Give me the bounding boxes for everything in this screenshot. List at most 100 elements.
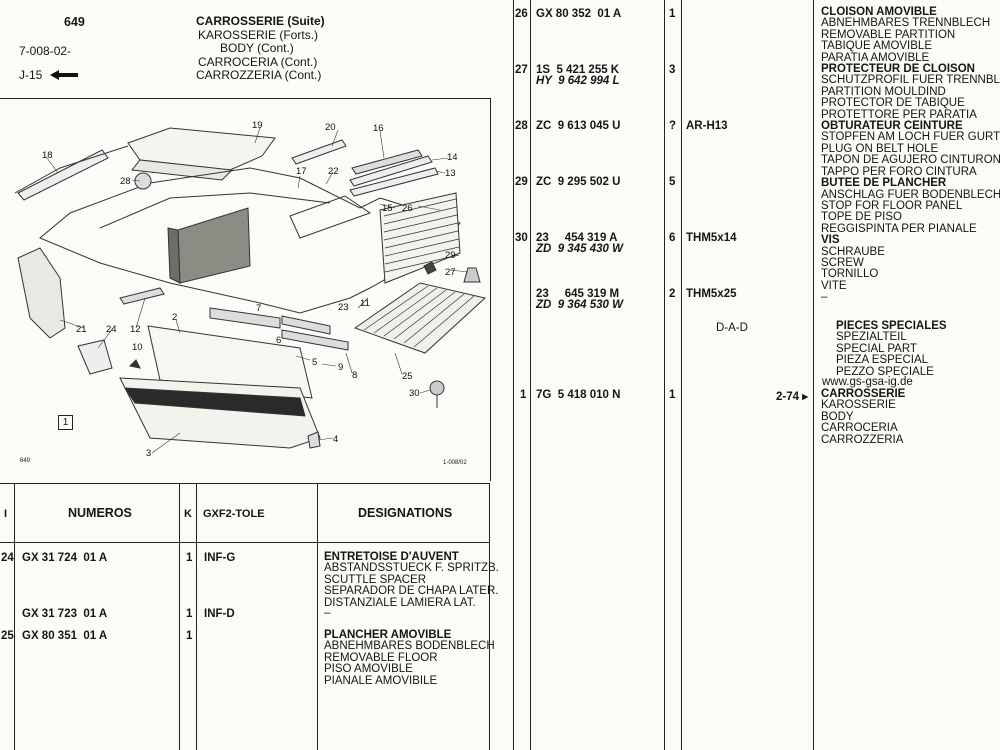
nav-ref-j15[interactable]: J-15 — [19, 68, 79, 82]
desc-line: PARATIA AMOVIBLE — [821, 51, 930, 64]
callout-6: 6 — [276, 335, 281, 346]
desc-line: VIS — [821, 234, 840, 247]
ref-code: 7-008-02- — [19, 44, 72, 58]
th-numeros: NUMEROS — [68, 506, 132, 520]
row-index: 30 — [515, 232, 528, 244]
dad-label: D-A-D — [716, 322, 748, 334]
callout-26: 26 — [402, 203, 413, 214]
desc-line: ABNEHMBARES TRENNBLECH — [821, 17, 991, 30]
desc-line: SCUTTLE SPACER — [324, 573, 427, 586]
callout-28: 28 — [120, 176, 131, 187]
callout-13: 13 — [445, 168, 456, 179]
desc-line: PLANCHER AMOVIBLE — [324, 629, 452, 641]
callout-2: 2 — [172, 312, 177, 323]
desc-line: CARROCERIA — [821, 422, 898, 435]
desc-line: SPEZIALTEIL — [836, 331, 907, 344]
row-index: 24 — [1, 552, 14, 564]
title-it: CARROZZERIA (Cont.) — [196, 68, 322, 82]
row-index: 25 — [1, 630, 14, 642]
col-rule — [489, 483, 491, 750]
th-i: I — [4, 508, 8, 520]
desc-line: TOPE DE PISO — [821, 211, 902, 224]
callout-27: 27 — [445, 267, 456, 278]
title-de: KAROSSERIE (Forts.) — [198, 27, 319, 42]
row-number: 23 645 319 M — [536, 288, 620, 300]
row-number: 23 454 319 A — [536, 232, 618, 244]
desc-line: TORNILLO — [821, 268, 879, 281]
row-qty: ? — [669, 120, 677, 132]
row-number: 7G 5 418 010 N — [536, 389, 621, 401]
callout-11: 11 — [360, 298, 370, 309]
row-alt-number: ZD 9 364 530 W — [536, 299, 623, 311]
desc-line: ANSCHLAG FUER BODENBLECH — [821, 188, 1000, 201]
title-en: BODY (Cont.) — [220, 41, 294, 55]
th-k: K — [184, 508, 192, 520]
diagram-corner-left: 649 — [20, 458, 31, 464]
callout-25: 25 — [402, 371, 413, 382]
desc-line: PROTECTEUR DE CLOISON — [821, 63, 975, 76]
desc-line: PARTITION MOULDIND — [821, 85, 946, 98]
desc-line: CARROZZERIA — [821, 433, 904, 446]
desc-line: PIEZA ESPECIAL — [836, 354, 929, 367]
row-qty: 3 — [669, 64, 676, 76]
website-link[interactable]: www.gs-gsa-ig.de — [822, 376, 913, 388]
row-designation: PLANCHER AMOVIBLE ABNEHMBARES BODENBLECH… — [324, 629, 495, 687]
callout-16: 16 — [373, 123, 384, 134]
row-designation: ENTRETOISE D'AUVENT ABSTANDSSTUECK F. SP… — [324, 551, 499, 609]
special-parts: PIECES SPECIALES SPEZIALTEIL SPECIAL PAR… — [836, 320, 947, 378]
callout-21: 21 — [76, 324, 87, 335]
desc-line: OBTURATEUR CEINTURE — [821, 120, 963, 133]
callout-29: 29 — [445, 250, 456, 261]
col-rule — [317, 483, 319, 750]
desc-line: REMOVABLE FLOOR — [324, 651, 438, 664]
callout-5: 5 — [312, 357, 317, 368]
desc-line: SEPARADOR DE CHAPA LATER. — [324, 585, 499, 598]
callout-24: 24 — [106, 324, 117, 335]
row-code: INF-D — [204, 608, 235, 620]
desc-line: SCREW — [821, 256, 864, 269]
row-number: ZC 9 295 502 U — [536, 176, 621, 188]
arrow-left-icon — [50, 70, 79, 80]
designation-1: CARROSSERIE KAROSSERIE BODY CARROCERIA C… — [821, 388, 905, 446]
row-number: GX 80 351 01 A — [22, 630, 108, 642]
row-qty: 1 — [186, 608, 193, 620]
row-alt-number: ZD 9 345 430 W — [536, 243, 623, 255]
desc-line: SCHUTZPROFIL FUER TRENNBL. — [821, 74, 1000, 87]
col-rule — [530, 0, 532, 750]
desc-line: PIANALE AMOVIBILE — [324, 674, 438, 687]
callout-7: 7 — [256, 303, 261, 314]
col-rule — [179, 483, 181, 750]
desc-line: SPECIAL PART — [836, 342, 917, 355]
callout-18: 18 — [42, 150, 53, 161]
callout-9: 9 — [338, 362, 343, 373]
row-designation: – — [324, 607, 331, 619]
exploded-body-diagram: 18 19 20 16 14 13 28 17 22 15 26 29 27 2… — [14, 120, 487, 459]
nav-ref-2-74[interactable]: 2-74 ▸ — [776, 391, 808, 403]
row-number: GX 31 724 01 A — [22, 552, 108, 564]
desc-line: REGGISPINTA PER PIANALE — [821, 222, 977, 235]
table-top-rule — [0, 483, 490, 485]
callout-20: 20 — [325, 122, 336, 133]
table-header-rule — [0, 542, 490, 544]
callout-23: 23 — [338, 302, 349, 313]
row-code: THM5x14 — [686, 232, 737, 244]
row-number: 1S 5 421 255 K — [536, 64, 620, 76]
diagram-frame — [0, 98, 491, 481]
row-code: INF-G — [204, 552, 236, 564]
th-designations: DESIGNATIONS — [358, 506, 453, 520]
row-index: 26 — [515, 8, 528, 20]
desc-line: PROTETTORE PER PARATIA — [821, 108, 977, 121]
desc-line: TAPON DE AGUJERO CINTURON — [821, 154, 1000, 167]
row-alt-number: HY 9 642 994 L — [536, 75, 620, 87]
desc-line: PISO AMOVIBLE — [324, 663, 413, 676]
row-code: THM5x25 — [686, 288, 737, 300]
row-qty: 5 — [669, 176, 676, 188]
title-es: CARROCERIA (Cont.) — [198, 54, 318, 69]
desc-line: PEZZO SPECIALE — [836, 365, 934, 378]
col-rule — [681, 0, 683, 750]
desc-line: ABNEHMBARES BODENBLECH — [324, 640, 495, 653]
callout-22: 22 — [328, 166, 339, 177]
row-code: AR-H13 — [686, 120, 728, 132]
callout-15: 15 — [382, 203, 393, 214]
row-index: 27 — [515, 64, 528, 76]
